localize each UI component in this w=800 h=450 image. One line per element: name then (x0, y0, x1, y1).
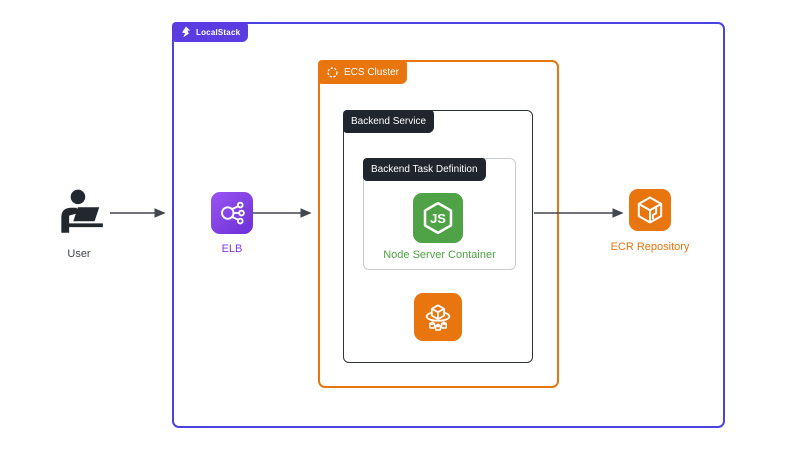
elb-node (211, 192, 253, 234)
localstack-badge: LocalStack (172, 22, 249, 42)
localstack-badge-label: LocalStack (196, 27, 241, 37)
ecr-node (629, 189, 671, 231)
localstack-boundary-box (172, 22, 725, 428)
ecr-repository-label: ECR Repository (610, 241, 690, 253)
elb-network-icon (221, 201, 245, 225)
user-node (52, 188, 106, 238)
localstack-logo-icon (182, 26, 191, 38)
node-server-container-node: JS (413, 193, 463, 243)
user-label: User (67, 248, 91, 260)
nodejs-hexagon-icon: JS (423, 201, 453, 235)
ecs-ring-icon (327, 66, 338, 78)
node-server-container-label: Node Server Container (383, 249, 496, 261)
ecs-cluster-badge: ECS Cluster (318, 60, 408, 84)
ecs-cube-icon (425, 304, 451, 331)
backend-task-definition-badge: Backend Task Definition (363, 158, 486, 181)
backend-service-label: Backend Service (351, 116, 427, 127)
ecs-service-node (414, 293, 462, 341)
backend-service-badge: Backend Service (343, 110, 435, 133)
backend-task-definition-label: Backend Task Definition (371, 164, 478, 175)
user-laptop-icon (61, 189, 103, 233)
ecs-cluster-box (318, 60, 559, 388)
ecs-cluster-badge-label: ECS Cluster (344, 66, 400, 78)
ecr-package-icon (637, 196, 663, 224)
elb-label: ELB (221, 243, 243, 255)
backend-service-box (343, 110, 533, 363)
nodejs-js-text: JS (430, 211, 446, 226)
